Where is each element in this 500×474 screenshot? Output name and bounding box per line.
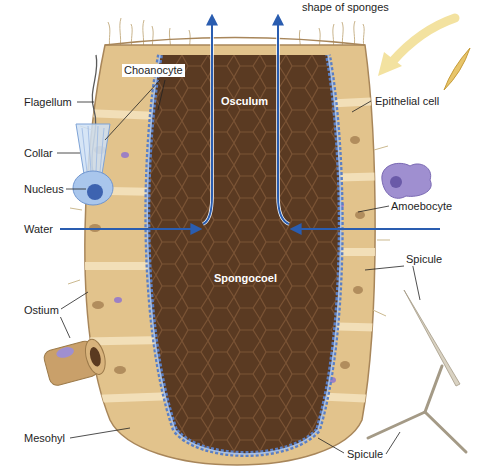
part-label: Collar xyxy=(22,147,55,160)
part-label: Choanocyte xyxy=(122,64,185,77)
choanocyte-edge xyxy=(147,55,340,454)
part-label: Epithelial cell xyxy=(373,95,441,108)
part-label: Mesohyl xyxy=(22,432,67,445)
spicule-needle xyxy=(404,290,460,386)
epithelial-cell-inset xyxy=(444,48,470,90)
part-label: Spicule xyxy=(345,448,385,461)
ostium-inset xyxy=(42,337,108,387)
part-label: Spicule xyxy=(404,253,444,266)
spongocoel-cavity xyxy=(147,55,340,454)
part-label: Water xyxy=(22,223,55,236)
rim xyxy=(105,38,365,46)
choanocyte-inset xyxy=(73,55,113,205)
amoebocyte-inset xyxy=(382,163,431,198)
part-label: Osculum xyxy=(219,95,270,108)
leader-lines xyxy=(57,80,420,454)
part-label: Flagellum xyxy=(22,96,74,109)
part-label: Ostium xyxy=(22,304,61,317)
choanocyte-layer xyxy=(147,55,340,454)
part-label: Amoebocyte xyxy=(389,200,454,213)
shape-arrow xyxy=(378,18,455,76)
part-label: Spongocoel xyxy=(212,272,279,285)
part-label: shape of sponges xyxy=(300,1,391,14)
body-wall xyxy=(85,45,375,465)
part-label: Nucleus xyxy=(22,183,66,196)
water-flow xyxy=(60,16,440,229)
spicule-triradiate xyxy=(368,366,466,452)
